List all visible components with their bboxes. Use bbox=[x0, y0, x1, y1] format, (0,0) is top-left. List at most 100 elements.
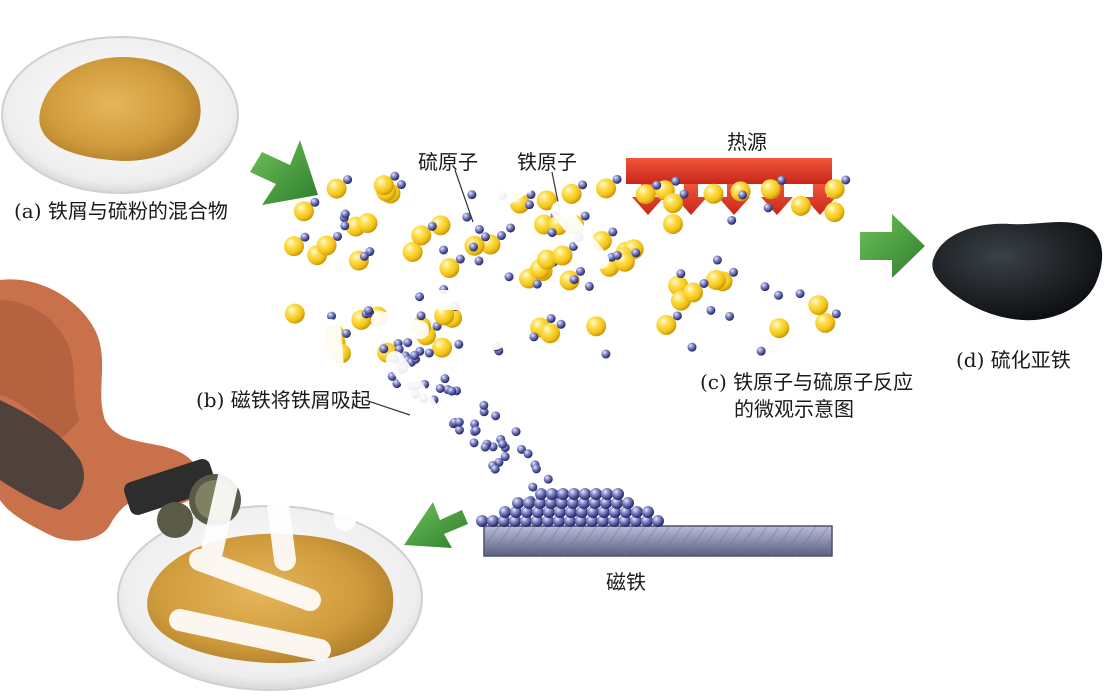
iron-atom bbox=[469, 438, 479, 448]
iron-atom bbox=[727, 215, 737, 225]
iron-atom bbox=[511, 427, 521, 437]
iron-atom bbox=[343, 175, 353, 185]
sulfur-atom bbox=[283, 236, 304, 257]
iron-atom bbox=[601, 488, 613, 500]
sulfur-atom bbox=[316, 235, 337, 256]
iron-atom bbox=[529, 332, 539, 342]
iron-atom bbox=[455, 254, 465, 264]
sulfur-atom bbox=[439, 258, 460, 279]
iron-atom bbox=[439, 245, 449, 255]
iron-atom bbox=[547, 228, 557, 238]
watermark-strokes bbox=[12, 4, 911, 697]
iron-atom bbox=[542, 515, 554, 527]
sulfur-atom bbox=[293, 201, 314, 222]
iron-atom bbox=[589, 497, 601, 509]
iron-atom bbox=[300, 232, 310, 242]
iron-atom bbox=[568, 241, 578, 251]
iron-atom bbox=[712, 255, 722, 265]
sulfur-atom bbox=[373, 175, 394, 196]
label-magnet-attracts: (b) 磁铁将铁屑吸起 bbox=[196, 388, 371, 412]
iron-atom bbox=[523, 449, 533, 459]
iron-atom bbox=[487, 515, 499, 527]
iron-atom bbox=[676, 269, 686, 279]
label-heat-source: 热源 bbox=[727, 130, 767, 154]
iron-atom bbox=[578, 497, 590, 509]
sulfur-atom bbox=[430, 215, 451, 236]
iron-atom bbox=[652, 180, 662, 190]
iron-atom bbox=[416, 311, 426, 321]
iron-atom bbox=[480, 232, 490, 242]
iron-atom bbox=[579, 488, 591, 500]
sulfur-atom bbox=[434, 305, 455, 326]
iron-atom bbox=[584, 281, 594, 291]
iron-atom bbox=[341, 328, 351, 338]
label-iron-sulfide: (d) 硫化亚铁 bbox=[956, 348, 1071, 372]
iron-atom bbox=[601, 349, 611, 359]
iron-atom bbox=[543, 506, 555, 518]
iron-atom bbox=[576, 266, 586, 276]
iron-atom bbox=[619, 515, 631, 527]
iron-atom bbox=[496, 231, 506, 241]
iron-atom bbox=[590, 488, 602, 500]
iron-atom bbox=[612, 488, 624, 500]
iron-atom bbox=[427, 221, 437, 231]
iron-atom bbox=[528, 482, 538, 492]
iron-atom bbox=[468, 242, 478, 252]
iron-atom bbox=[546, 488, 558, 500]
iron-atom bbox=[600, 497, 612, 509]
iron-atom bbox=[435, 383, 445, 393]
iron-atom bbox=[500, 452, 510, 462]
iron-atom bbox=[471, 426, 481, 436]
iron-atom bbox=[774, 290, 784, 300]
iron-atom bbox=[642, 506, 654, 518]
sulfur-atom bbox=[703, 183, 724, 204]
iron-atom bbox=[671, 176, 681, 186]
iron-atom bbox=[490, 464, 500, 474]
sulfur-atom bbox=[769, 318, 790, 339]
magnet-bar-icon bbox=[483, 525, 833, 557]
iron-atom bbox=[756, 346, 766, 356]
iron-atom bbox=[556, 497, 568, 509]
iron-atom bbox=[403, 338, 413, 348]
iron-atom bbox=[567, 497, 579, 509]
iron-atom bbox=[738, 190, 748, 200]
iron-atom bbox=[440, 374, 450, 384]
iron-atom bbox=[609, 506, 621, 518]
iron-atom bbox=[569, 275, 579, 285]
sulfur-atom bbox=[790, 195, 811, 216]
iron-atom bbox=[597, 515, 609, 527]
sulfur-atom bbox=[815, 312, 836, 333]
iron-atom bbox=[467, 190, 477, 200]
iron-atom bbox=[474, 256, 484, 266]
sulfur-atom bbox=[668, 275, 689, 296]
heat-arrow-icon bbox=[761, 184, 793, 215]
iron-atom bbox=[553, 515, 565, 527]
sulfur-atom bbox=[824, 202, 845, 223]
sulfur-atom bbox=[432, 337, 453, 358]
iron-atom bbox=[340, 209, 350, 219]
iron-atom bbox=[390, 171, 400, 181]
iron-atom bbox=[516, 444, 526, 454]
iron-atom bbox=[763, 203, 773, 213]
iron-atom bbox=[327, 311, 337, 321]
label-iron-atom: 铁原子 bbox=[517, 150, 577, 174]
iron-atom bbox=[608, 515, 620, 527]
sulfur-atom bbox=[824, 178, 845, 199]
iron-atom bbox=[631, 506, 643, 518]
sulfur-atom bbox=[536, 190, 557, 211]
iron-atom bbox=[679, 189, 689, 199]
iron-atom bbox=[580, 211, 590, 221]
sulfur-atom bbox=[760, 179, 781, 200]
green-arrow-icon bbox=[860, 214, 925, 278]
label-reaction-line2: 的微观示意图 bbox=[734, 397, 854, 421]
heat-arrow-icon bbox=[804, 184, 836, 215]
iron-atom bbox=[612, 250, 622, 260]
iron-atom bbox=[534, 497, 546, 509]
sulfur-atom bbox=[663, 193, 684, 214]
iron-atom bbox=[531, 515, 543, 527]
iron-atom bbox=[462, 212, 472, 222]
iron-atom bbox=[364, 306, 374, 316]
heat-arrow-icon bbox=[675, 184, 707, 215]
iron-atom bbox=[523, 497, 535, 509]
sulfur-atom bbox=[662, 213, 683, 234]
